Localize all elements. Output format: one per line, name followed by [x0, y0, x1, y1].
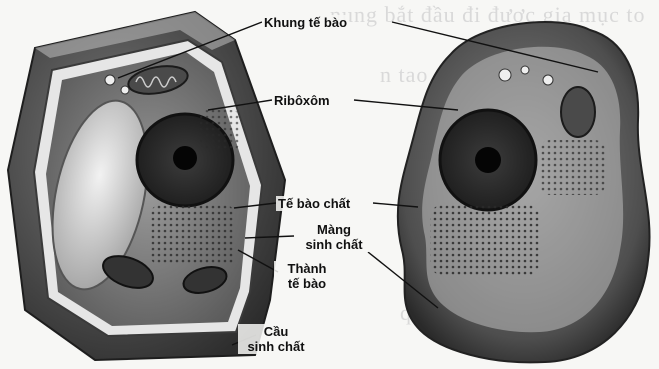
plant-cell — [8, 12, 285, 360]
label-cell-frame: Khung tế bào — [262, 15, 349, 30]
plant-er-granules — [200, 110, 240, 150]
animal-nucleolus — [475, 147, 501, 173]
animal-er-granules — [430, 205, 540, 275]
label-cell-wall-line1: Thành — [276, 261, 338, 276]
plant-vesicle — [121, 86, 129, 94]
label-cytoplasm: Tế bào chất — [276, 196, 352, 211]
label-cell-wall: Thành tế bào — [274, 261, 340, 291]
label-plasma-membrane-line2: sinh chất — [298, 237, 370, 252]
plant-vesicle — [105, 75, 115, 85]
animal-er-granules — [540, 140, 605, 195]
animal-mitochondrion — [561, 87, 595, 137]
label-plasma-membrane: Màng sinh chất — [296, 222, 372, 252]
label-plasmodesma-line1: Cầu — [240, 324, 312, 339]
animal-vesicle — [543, 75, 553, 85]
animal-vesicle — [499, 69, 511, 81]
label-plasmodesma: Cầu sinh chất — [238, 324, 314, 354]
label-ribosome: Ribôxôm — [272, 93, 332, 108]
animal-vesicle — [521, 66, 529, 74]
label-plasmodesma-line2: sinh chất — [240, 339, 312, 354]
label-plasma-membrane-line1: Màng — [298, 222, 370, 237]
animal-cell — [398, 22, 650, 362]
plant-nucleolus — [173, 146, 197, 170]
label-cell-wall-line2: tế bào — [276, 276, 338, 291]
plant-er-granules — [150, 205, 235, 265]
